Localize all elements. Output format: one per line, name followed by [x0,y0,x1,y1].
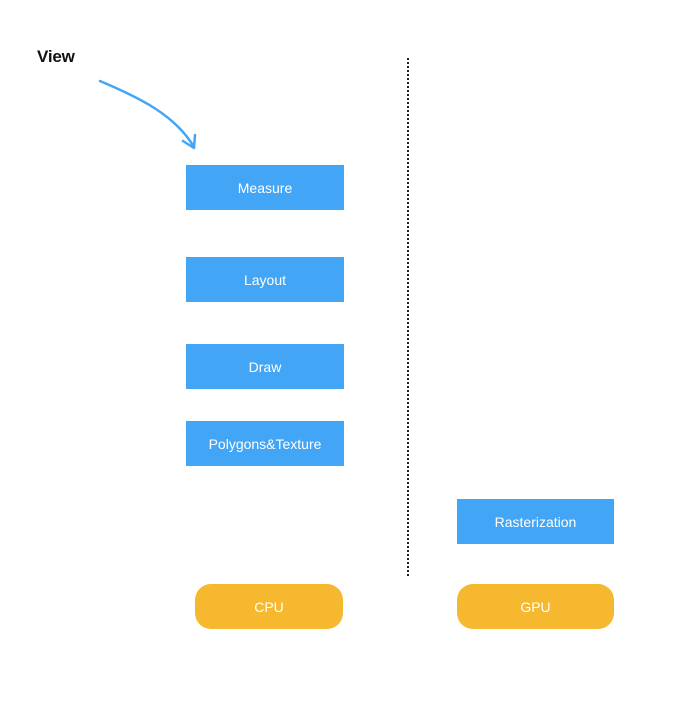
arrow-curve [98,79,196,149]
stage-layout: Layout [186,257,344,302]
gpu-label: GPU [457,584,614,629]
stage-rasterization: Rasterization [457,499,614,544]
stage-measure: Measure [186,165,344,210]
cpu-gpu-divider [407,58,409,576]
arrow-head [181,133,197,150]
stage-draw: Draw [186,344,344,389]
cpu-label: CPU [195,584,343,629]
view-title: View [37,47,75,66]
stage-polygons-texture: Polygons&Texture [186,421,344,466]
